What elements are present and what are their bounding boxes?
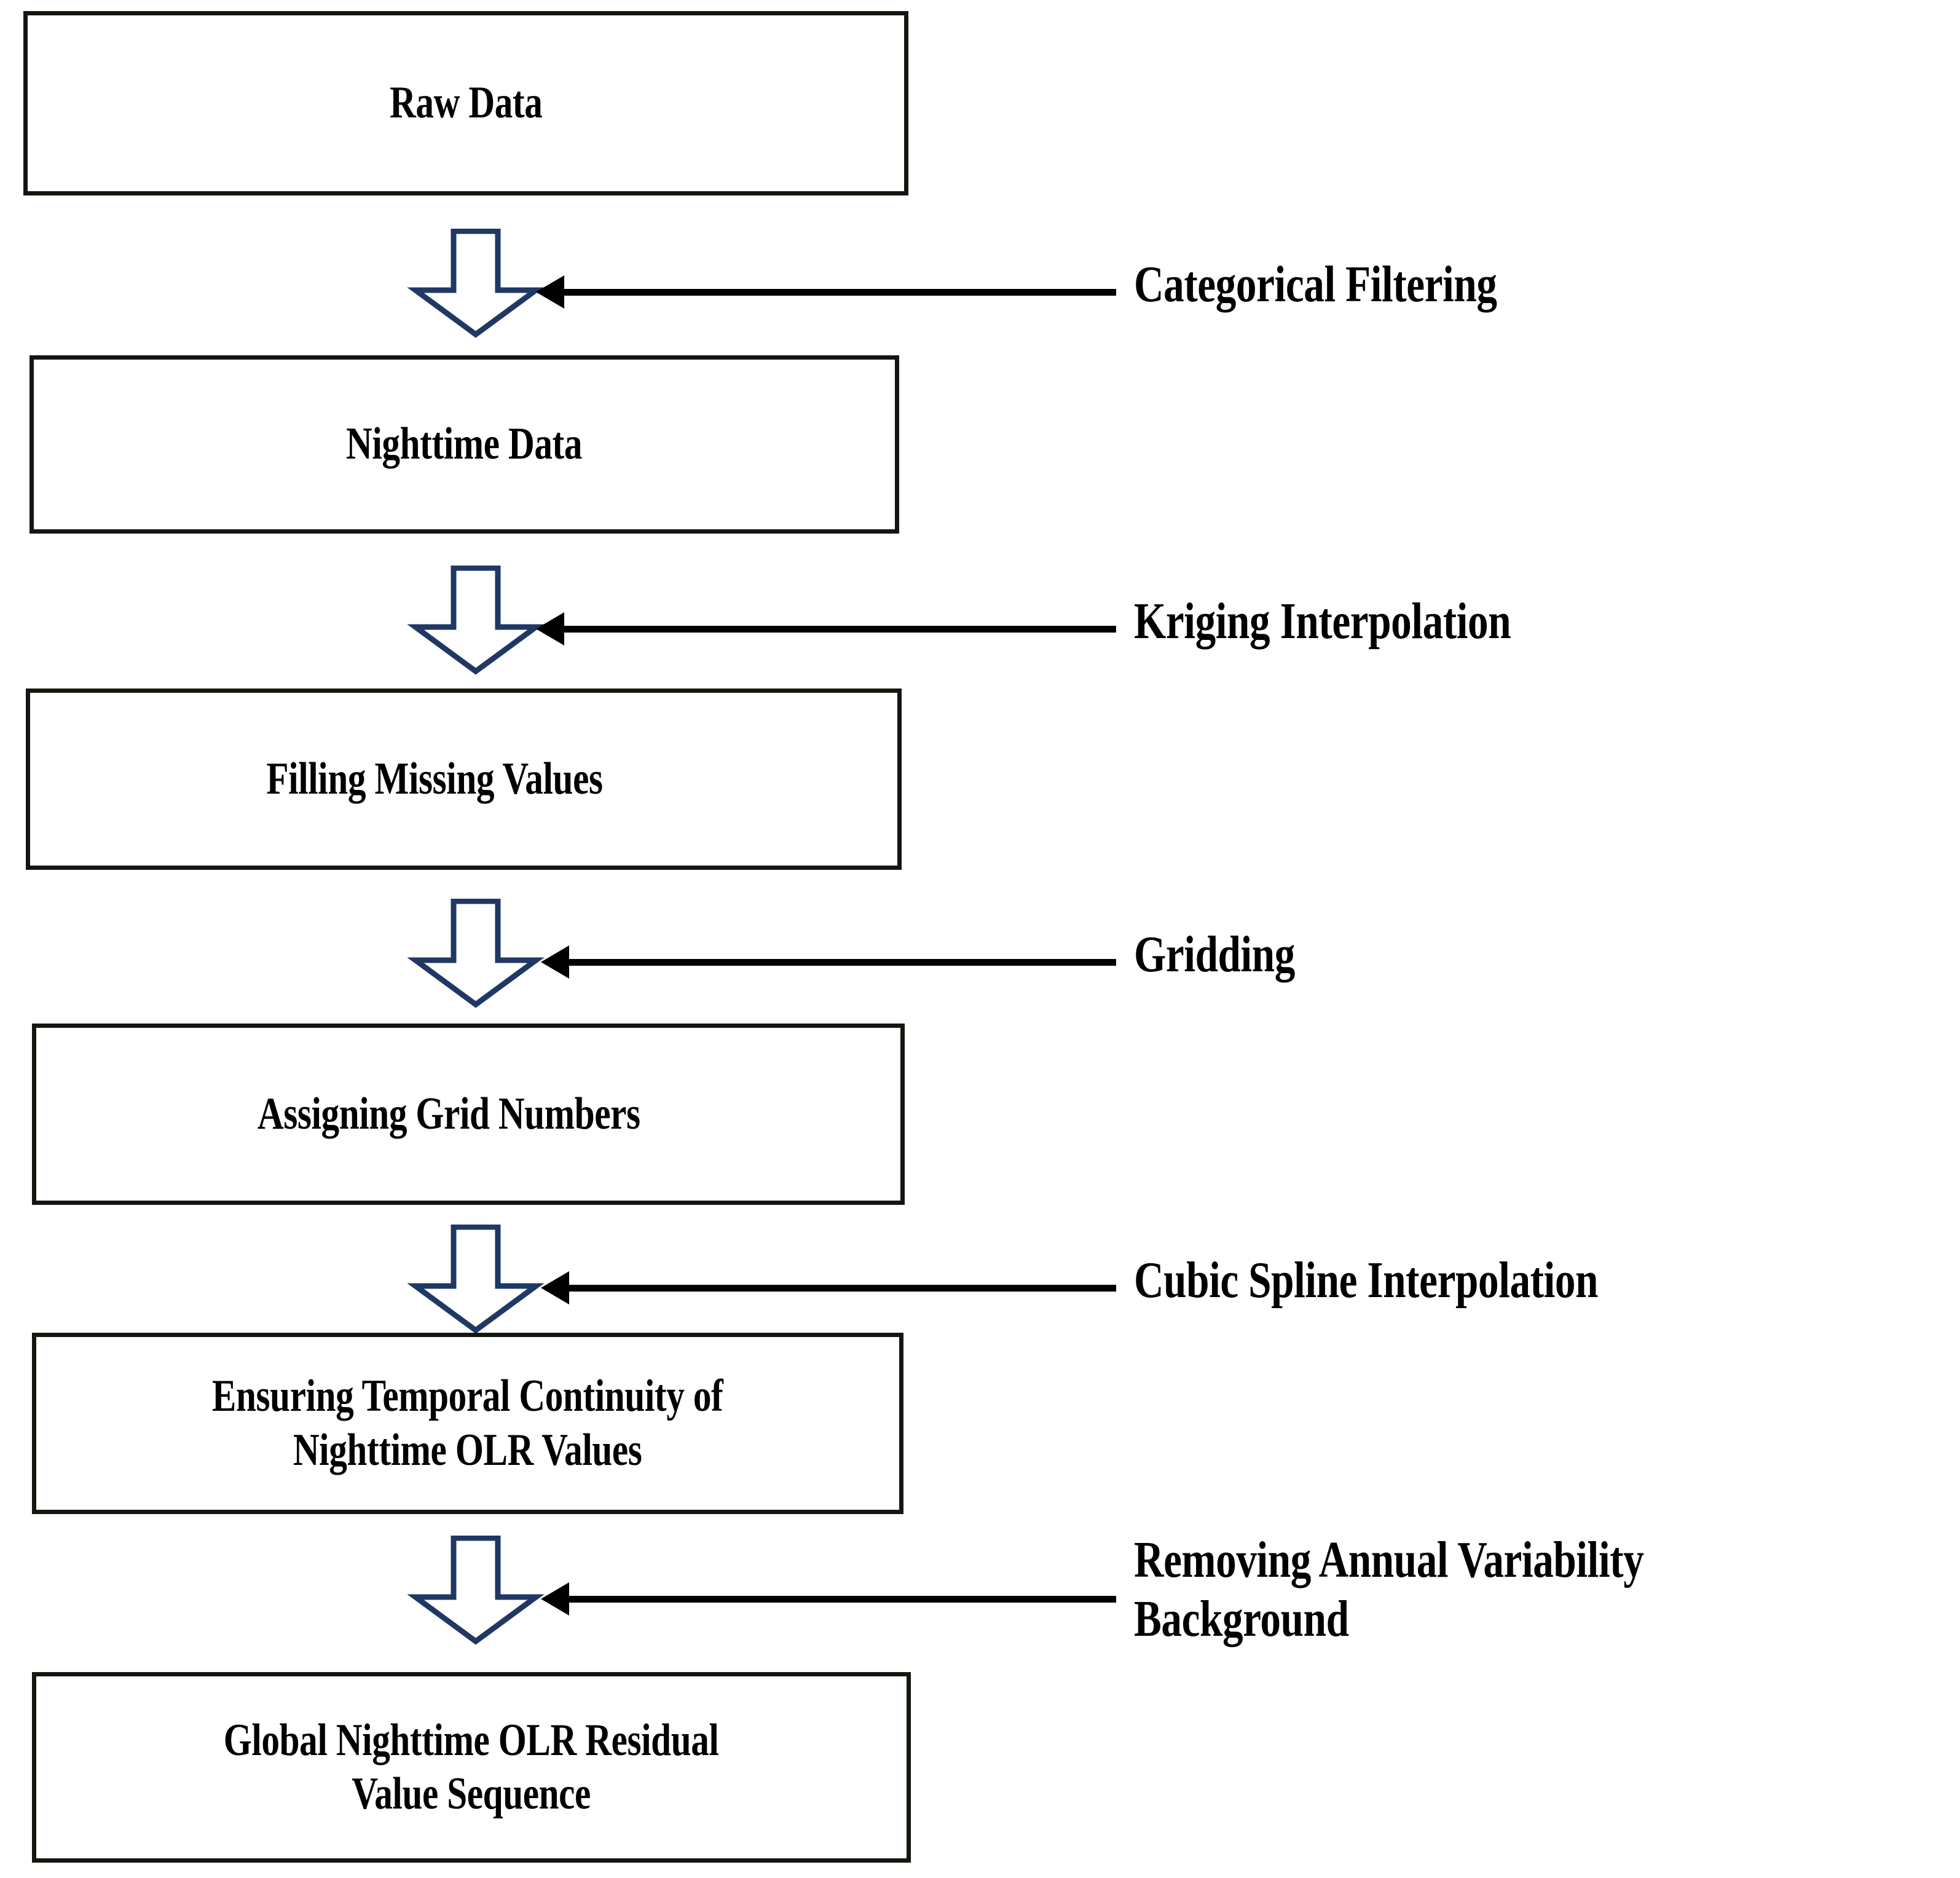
- down-arrow-icon: [407, 566, 545, 675]
- transition-label-kriging-interpolation: Kriging Interpolation: [1134, 593, 1511, 650]
- process-box-label: Filling Missing Values: [266, 753, 603, 804]
- process-box-raw-data: Raw Data: [23, 11, 908, 195]
- process-box-global-residual-sequence: Global Nighttime OLR Residual Value Sequ…: [32, 1672, 911, 1863]
- down-block-arrow-2: [406, 566, 546, 675]
- annotation-arrowhead-3: [541, 945, 569, 979]
- process-box-ensuring-temporal-continuity: Ensuring Temporal Continuity of Nighttim…: [32, 1333, 903, 1514]
- process-box-assigning-grid-numbers: Assigning Grid Numbers: [32, 1024, 905, 1205]
- down-block-arrow-5: [406, 1536, 546, 1645]
- annotation-line-4: [568, 1285, 1116, 1292]
- down-block-arrow-4: [406, 1225, 546, 1334]
- down-block-arrow-1: [406, 229, 546, 338]
- annotation-line-5: [568, 1596, 1116, 1603]
- annotation-arrowhead-5: [541, 1582, 569, 1616]
- process-box-label: Assigning Grid Numbers: [257, 1088, 640, 1139]
- transition-label-gridding: Gridding: [1134, 926, 1295, 983]
- annotation-line-1: [563, 289, 1116, 296]
- process-box-label: Nighttime Data: [346, 419, 583, 470]
- down-arrow-icon: [407, 1536, 545, 1645]
- annotation-line-3: [568, 959, 1116, 966]
- transition-label-cubic-spline-interpolation: Cubic Spline Interpolation: [1134, 1252, 1599, 1309]
- down-block-arrow-3: [406, 899, 546, 1008]
- process-box-label: Ensuring Temporal Continuity of Nighttim…: [212, 1371, 723, 1475]
- annotation-arrowhead-2: [536, 612, 564, 645]
- process-box-label: Global Nighttime OLR Residual Value Sequ…: [224, 1714, 719, 1819]
- transition-label-categorical-filtering: Categorical Filtering: [1134, 256, 1497, 313]
- down-arrow-icon: [407, 899, 545, 1008]
- process-box-label: Raw Data: [389, 77, 543, 128]
- annotation-arrowhead-4: [541, 1271, 569, 1304]
- down-arrow-icon: [407, 229, 545, 338]
- transition-label-removing-annual-variability: Removing Annual Variability Background: [1134, 1531, 1644, 1647]
- down-arrow-icon: [407, 1225, 545, 1334]
- process-box-filling-missing-values: Filling Missing Values: [26, 688, 902, 870]
- annotation-arrowhead-1: [536, 275, 564, 309]
- annotation-line-2: [563, 626, 1116, 633]
- process-box-nighttime-data: Nighttime Data: [30, 355, 899, 534]
